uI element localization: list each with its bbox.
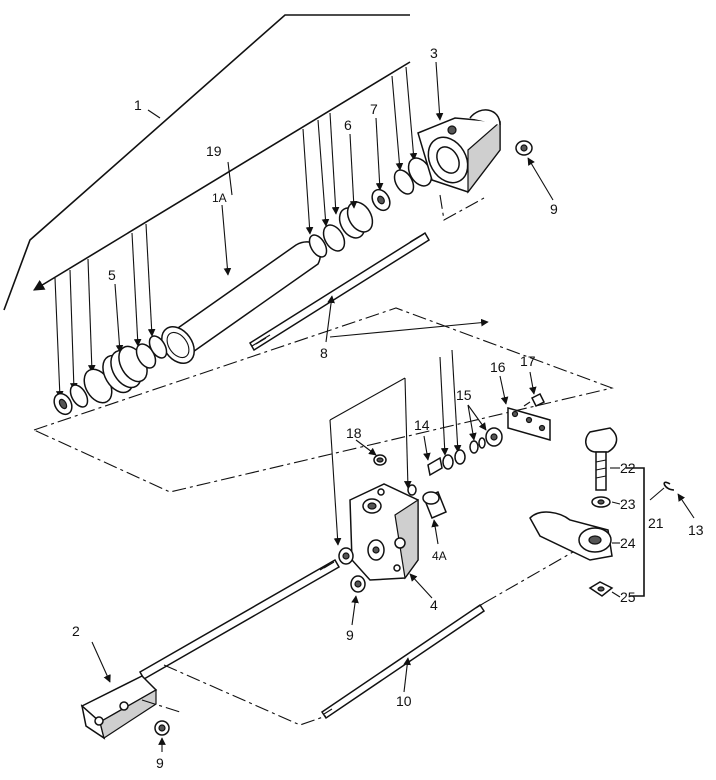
callout-labels: 1 1A 2 3 4 4A 5 6 7 8 9 9 9 10 13 14 15 …: [72, 45, 704, 771]
callout-1a: 1A: [212, 191, 227, 205]
cylinder-assembly-group: [3, 14, 533, 416]
tie-rod: [248, 231, 431, 352]
sleeve: [422, 491, 447, 519]
callout-arrows: [91, 61, 695, 752]
alignment-dashline-rod: [483, 547, 581, 604]
mounting-plate: [507, 407, 551, 441]
callout-23: 23: [620, 496, 636, 512]
nut-middle: [350, 575, 366, 593]
alignment-frame: [32, 307, 614, 493]
valve-leaders: [329, 349, 462, 546]
screw: [523, 392, 546, 408]
connecting-rod: [320, 602, 486, 720]
callout-1: 1: [134, 97, 142, 113]
clevis: [80, 675, 158, 740]
callout-5: 5: [108, 267, 116, 283]
nut-lower: [154, 720, 170, 736]
alignment-dashline-upper: [439, 194, 485, 221]
callout-9-lower: 9: [156, 755, 164, 771]
callout-16: 16: [490, 359, 506, 375]
valve-assembly-group: [32, 307, 675, 740]
alignment-dashline-clevis: [141, 699, 181, 713]
cylinder-tube: [161, 241, 321, 364]
assembly-bracket-line: [3, 14, 410, 311]
piston-and-seals-left: [53, 335, 168, 416]
wing-bolt: [585, 427, 618, 491]
callout-14: 14: [414, 417, 430, 433]
callout-4a: 4A: [432, 549, 447, 563]
callout-3: 3: [430, 45, 438, 61]
callout-8: 8: [320, 345, 328, 361]
frame-arrow-line: [329, 318, 489, 338]
callout-9-upper: 9: [550, 201, 558, 217]
callout-19: 19: [206, 143, 222, 159]
alignment-dashline-lower: [163, 664, 327, 726]
bracket-arm: [529, 511, 613, 561]
callout-22: 22: [620, 460, 636, 476]
callout-25: 25: [620, 589, 636, 605]
valve-block: [349, 483, 419, 581]
retaining-clip: [663, 481, 675, 491]
group-bracket-21: [626, 467, 645, 597]
callout-17: 17: [520, 353, 536, 369]
square-nut: [588, 581, 614, 597]
callout-21: 21: [648, 515, 664, 531]
callout-4: 4: [430, 597, 438, 613]
callout-13: 13: [688, 522, 704, 538]
callout-7: 7: [370, 101, 378, 117]
callout-6: 6: [344, 117, 352, 133]
seal-leaders: [54, 66, 418, 399]
callout-24: 24: [620, 535, 636, 551]
callout-18: 18: [346, 425, 362, 441]
callout-15: 15: [456, 387, 472, 403]
plug: [373, 454, 387, 466]
seals-right: [308, 157, 433, 258]
nut-upper: [515, 140, 533, 156]
callout-2: 2: [72, 623, 80, 639]
end-cap: [417, 109, 501, 194]
callout-9-middle: 9: [346, 627, 354, 643]
washer: [591, 496, 611, 508]
leader-baseline: [33, 61, 411, 291]
valve-seals: [407, 427, 503, 496]
piston-rod: [138, 547, 354, 681]
callout-10: 10: [396, 693, 412, 709]
